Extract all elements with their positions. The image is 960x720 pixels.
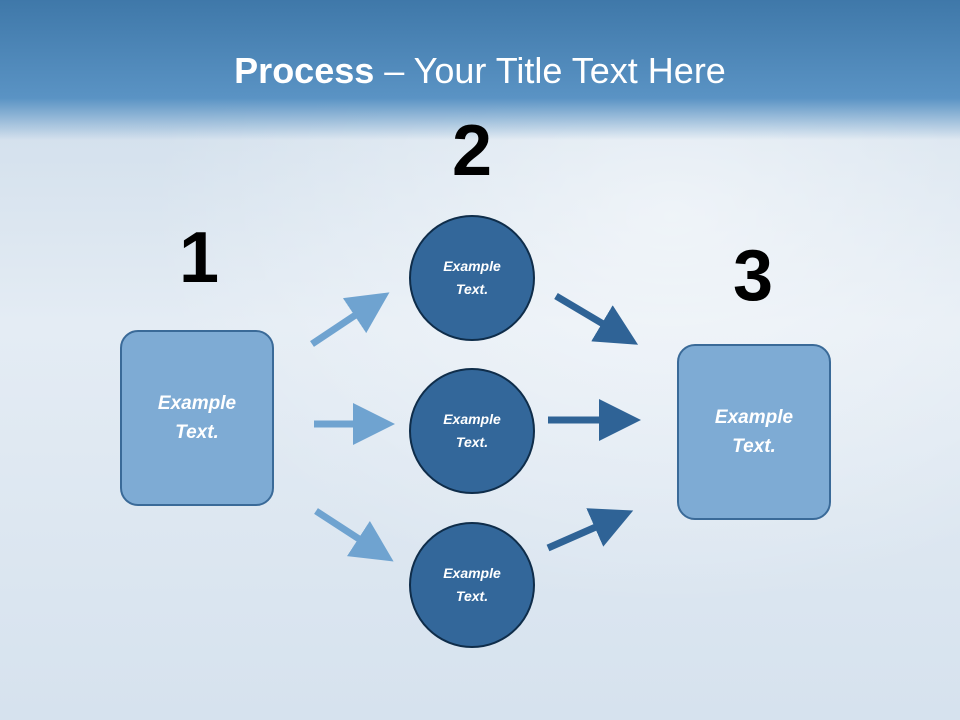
circle-bottom-line-2: Text. (455, 588, 489, 604)
circle-top-line-1: Example (443, 258, 501, 274)
box-3-line-1: Example (714, 407, 794, 428)
box-1-line-1: Example (157, 393, 237, 414)
slide-title: Process – Your Title Text Here (0, 50, 960, 92)
arrow-light-up (310, 292, 390, 347)
circle-middle-line-2: Text. (455, 434, 489, 450)
step-number-3: 3 (732, 236, 774, 316)
title-rest: – Your Title Text Here (374, 50, 726, 91)
step-number-2: 2 (451, 111, 493, 191)
step-number-1: 1 (178, 218, 220, 298)
box-3-line-2: Text. (732, 436, 776, 457)
circle-top-line-2: Text. (455, 281, 489, 297)
step-box-1: Example Text. (120, 330, 274, 506)
title-bold: Process (234, 50, 375, 91)
circle-top: Example Text. (409, 215, 535, 341)
step-box-3: Example Text. (677, 344, 831, 520)
arrow-dark-down (554, 292, 639, 345)
box-1-line-2: Text. (175, 422, 219, 443)
arrow-dark-up (546, 508, 634, 552)
circle-middle: Example Text. (409, 368, 535, 494)
arrow-light-down (314, 508, 394, 562)
title-bar (0, 0, 960, 140)
circle-bottom: Example Text. (409, 522, 535, 648)
circle-middle-line-1: Example (443, 411, 501, 427)
circle-bottom-line-1: Example (443, 565, 501, 581)
